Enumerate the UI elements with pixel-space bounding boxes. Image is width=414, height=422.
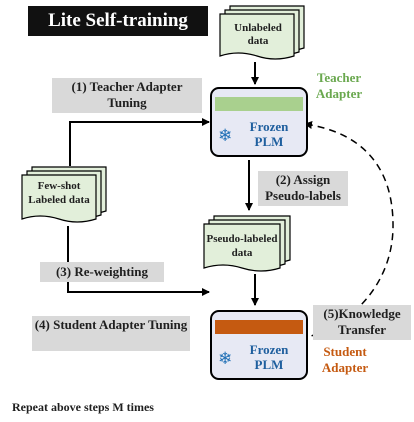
step-knowledge-transfer: (5)Knowledge Transfer: [313, 305, 411, 340]
few-shot-data-label: Few-shot Labeled data: [28, 180, 90, 206]
footer-note: Repeat above steps M times: [12, 400, 154, 414]
unlabeled-data-icon: [219, 5, 305, 60]
step-student-tuning: (4) Student Adapter Tuning: [32, 316, 190, 351]
arrow-fewshot-to-student: [67, 226, 210, 296]
teacher-adapter-label: Teacher Adapter: [315, 70, 363, 101]
pseudo-labeled-data-icon: [203, 215, 291, 272]
snowflake-icon: ❄: [218, 349, 233, 368]
step-reweighting: (3) Re-weighting: [40, 262, 164, 282]
teacher-module: ❄ Frozen PLM: [210, 87, 308, 157]
teacher-frozen-plm-label: Frozen PLM: [249, 119, 289, 149]
arrow-fewshot-to-teacher: [69, 118, 210, 166]
arrow-knowledge-transfer: [299, 121, 394, 340]
snowflake-icon: ❄: [218, 126, 233, 145]
student-adapter-label: Student Adapter: [321, 344, 369, 375]
step-assign-pseudo-labels: (2) Assign Pseudo-labels: [258, 171, 348, 206]
teacher-adapter-bar: [215, 97, 303, 111]
page-title: Lite Self-training: [28, 6, 208, 36]
student-module: ❄ Frozen PLM: [210, 310, 308, 380]
few-shot-data-icon: [21, 166, 107, 223]
student-adapter-bar: [215, 320, 303, 334]
student-frozen-plm-label: Frozen PLM: [249, 342, 289, 372]
pseudo-labeled-data-label: Pseudo-labeled data: [206, 233, 278, 259]
step-teacher-tuning: (1) Teacher Adapter Tuning: [52, 78, 202, 113]
unlabeled-data-label: Unlabeled data: [234, 22, 282, 47]
